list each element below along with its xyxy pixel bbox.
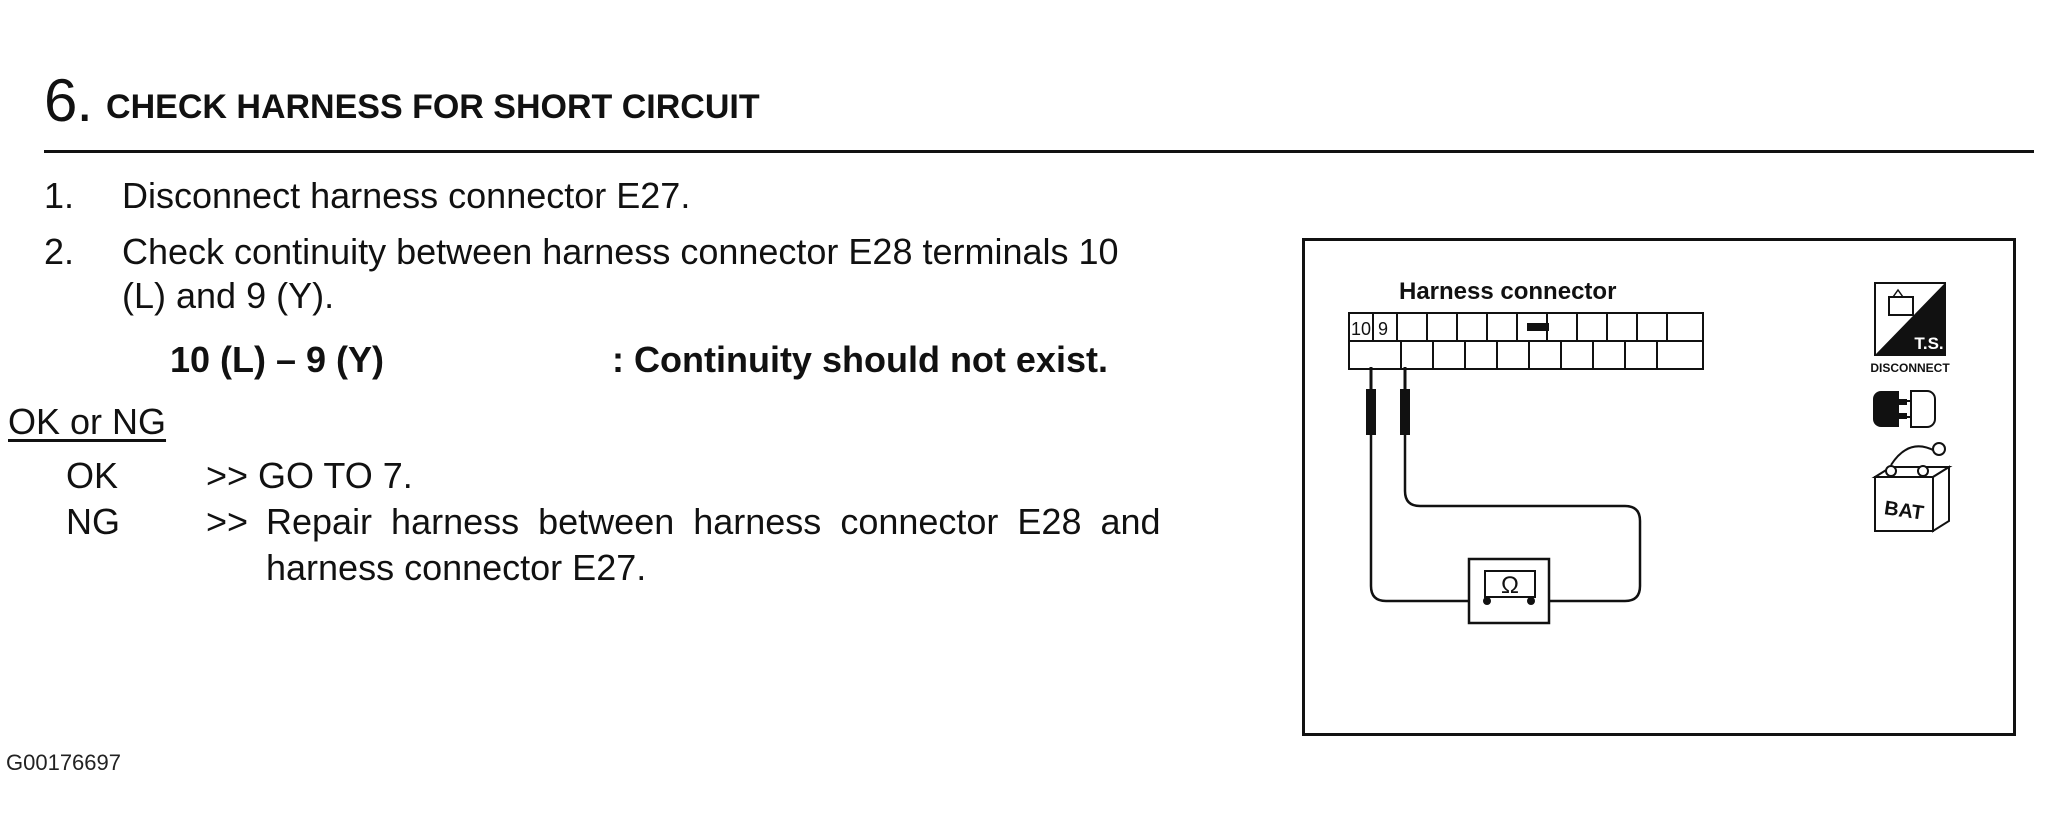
ok-action: >> GO TO 7. xyxy=(206,455,413,496)
spec-result: : Continuity should not exist. xyxy=(612,339,1108,380)
disconnect-icon: DISCONNECT xyxy=(1870,361,1950,428)
ng-action-line1: Repair harness between harness connector… xyxy=(266,501,1161,542)
step-heading: 6. CHECK HARNESS FOR SHORT CIRCUIT xyxy=(44,66,760,135)
probe-10 xyxy=(1366,367,1376,435)
disconnect-label: DISCONNECT xyxy=(1870,361,1950,375)
heading-divider xyxy=(44,150,2034,153)
harness-diagram: Harness connector 10 xyxy=(1302,238,2016,736)
ts-icon: T.S. xyxy=(1874,282,1946,356)
connector-latch xyxy=(1527,323,1549,331)
ohmmeter: Ω xyxy=(1467,557,1551,625)
battery-label: BAT xyxy=(1883,497,1925,524)
ok-label: OK xyxy=(66,455,119,496)
ts-label: T.S. xyxy=(1914,334,1943,353)
harness-diagram-svg: Harness connector 10 xyxy=(1348,278,1953,625)
terminal-9-label: 9 xyxy=(1378,319,1388,339)
step-title: CHECK HARNESS FOR SHORT CIRCUIT xyxy=(106,88,760,126)
lead-wire-9 xyxy=(1403,435,1642,603)
ohm-symbol: Ω xyxy=(1501,572,1519,599)
probe-9 xyxy=(1400,367,1410,435)
harness-connector xyxy=(1348,312,1704,370)
step-2-text-line2: (L) and 9 (Y). xyxy=(122,275,335,316)
step-2-text-line1: Check continuity between harness connect… xyxy=(122,231,1119,272)
spec-terminals: 10 (L) – 9 (Y) xyxy=(170,339,385,380)
step-1-number: 1. xyxy=(44,175,75,216)
ng-label: NG xyxy=(66,501,120,542)
terminal-10-label: 10 xyxy=(1351,319,1371,339)
step-number: 6. xyxy=(44,67,93,134)
image-code: G00176697 xyxy=(6,750,121,775)
ok-ng-heading: OK or NG xyxy=(8,401,167,442)
connector-label: Harness connector xyxy=(1399,278,1616,305)
lead-wire-10 xyxy=(1369,435,1487,603)
step-1-text: Disconnect harness connector E27. xyxy=(122,175,691,216)
ng-action-line2: harness connector E27. xyxy=(266,547,647,588)
step-2-number: 2. xyxy=(44,231,75,272)
ng-prefix: >> xyxy=(206,501,249,542)
battery-icon: BAT xyxy=(1871,442,1953,533)
